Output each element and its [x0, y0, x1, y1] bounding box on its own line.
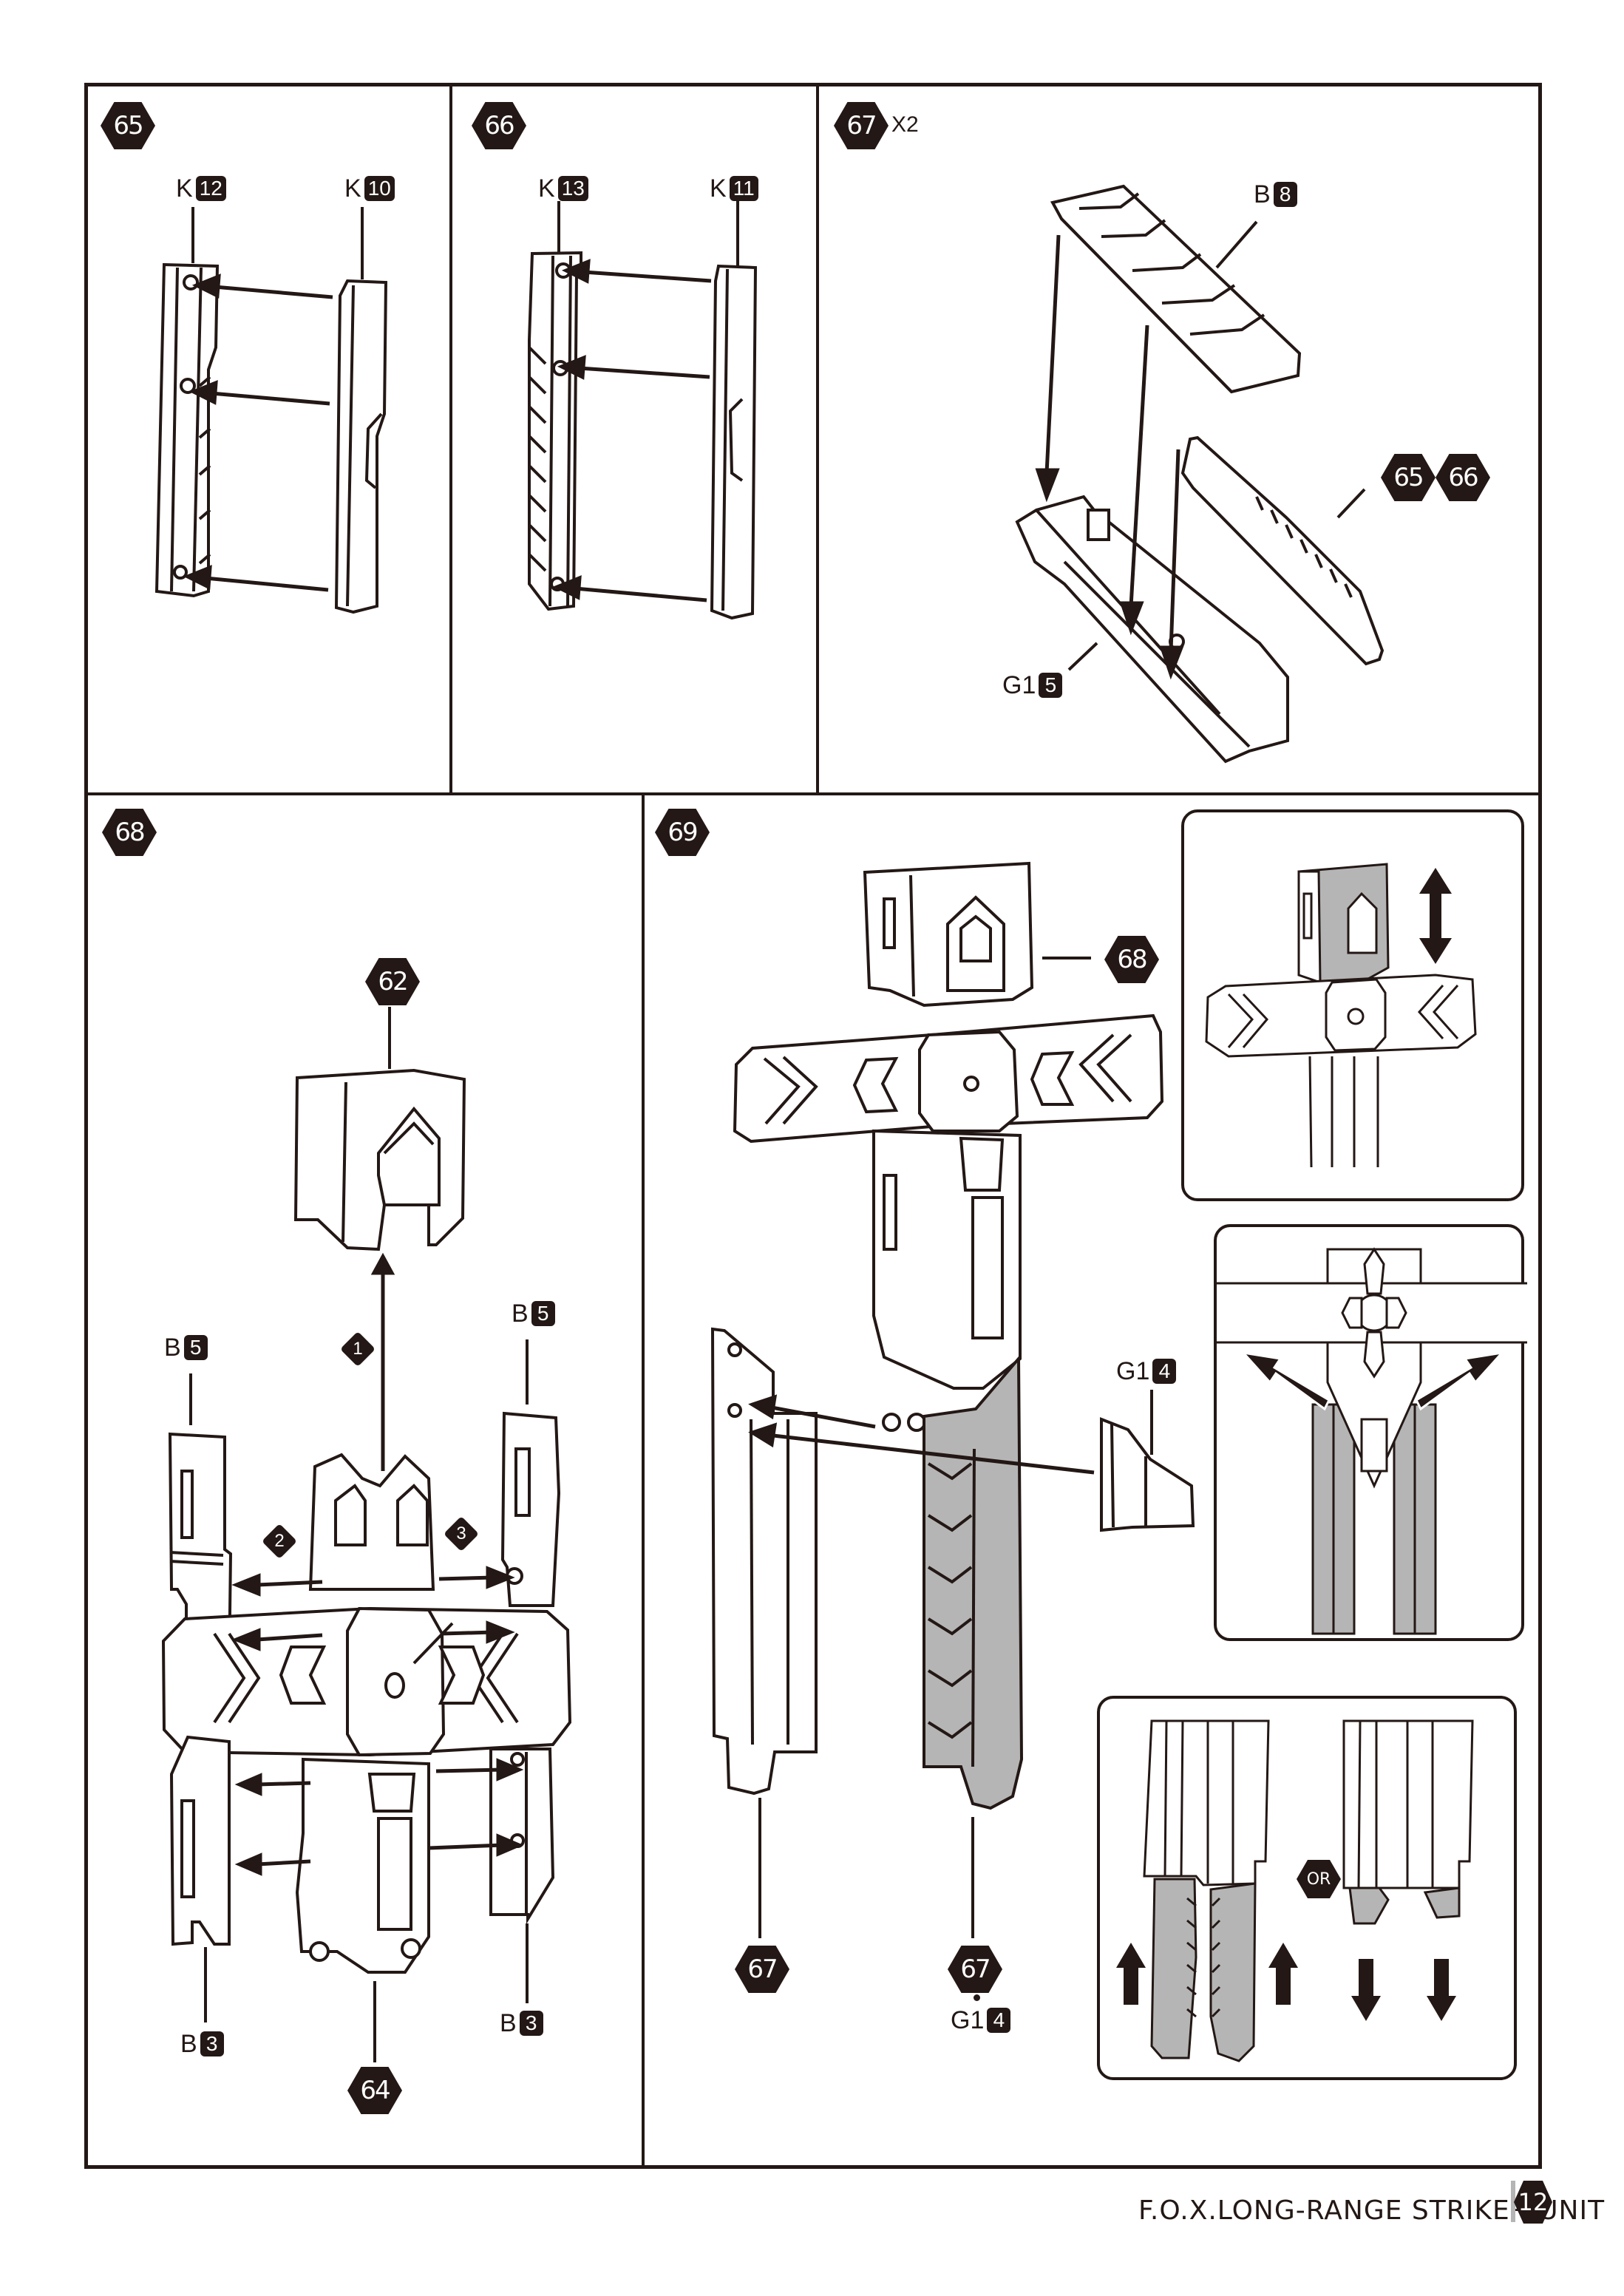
subassembly-badge-67-right: 67	[948, 1946, 1002, 1993]
part-label-k10: K 10	[344, 176, 395, 201]
part-label-b5-right: B 5	[512, 1301, 555, 1326]
part-number: 4	[987, 2008, 1011, 2033]
or-badge: OR	[1297, 1860, 1341, 1898]
footer-accent-bar	[1511, 2181, 1515, 2222]
page-frame	[84, 83, 1542, 2169]
subassembly-badge-64: 64	[347, 2067, 402, 2114]
page-number-badge: 12	[1514, 2181, 1552, 2224]
divider-66-67	[816, 83, 819, 794]
part-label-b3-left: B 3	[180, 2031, 224, 2056]
runner: B	[164, 1334, 181, 1362]
row-divider	[84, 792, 1542, 795]
runner: G1	[1002, 671, 1036, 699]
arrow-up-icon	[1116, 1943, 1146, 2005]
inset-length-detail: OR	[1097, 1696, 1517, 2080]
part-number: 4	[1152, 1359, 1177, 1384]
subassembly-badge-65: 65	[1381, 454, 1436, 501]
part-number: 3	[200, 2031, 224, 2056]
part-number: 3	[519, 2011, 543, 2036]
part-number: 11	[729, 176, 758, 201]
inset-slide-detail	[1181, 809, 1524, 1201]
step-badge-67: 67	[834, 102, 889, 149]
part-number: 12	[195, 176, 226, 201]
subassembly-badge-66: 66	[1436, 454, 1490, 501]
runner: G1	[951, 2006, 985, 2034]
part-number: 10	[364, 176, 395, 201]
part-number: 5	[1039, 673, 1063, 698]
part-number: 8	[1273, 182, 1297, 207]
inset-spread-detail	[1214, 1224, 1527, 1641]
inset-length-illustration	[1116, 1719, 1474, 2062]
subassembly-badge-67-left: 67	[735, 1946, 789, 1993]
inset-slide-illustration	[1205, 863, 1477, 1168]
runner: B	[1254, 180, 1271, 208]
part-label-g1-4: G1 4	[1116, 1357, 1177, 1385]
runner: K	[176, 174, 193, 203]
part-b3-right	[489, 1748, 555, 1925]
arrow-down-icon	[1427, 1959, 1456, 2021]
arrow-icon	[1415, 1351, 1505, 1411]
dot-separator	[974, 1994, 980, 2001]
part-label-g1-5: G1 5	[1002, 671, 1063, 699]
arrow-down-icon	[1351, 1959, 1381, 2021]
part-label-g1-4-bottom: G1 4	[951, 2006, 1011, 2034]
part-label-b8: B 8	[1254, 182, 1297, 207]
subassembly-badge-68: 68	[1104, 936, 1159, 983]
part-label-b5-left: B 5	[164, 1335, 208, 1360]
part-label-k11: K 11	[710, 176, 758, 201]
runner: K	[710, 174, 727, 203]
runner: K	[538, 174, 555, 203]
divider-68-69	[642, 794, 645, 2169]
runner: K	[344, 174, 361, 203]
part-label-k12: K 12	[176, 176, 226, 201]
part-number: 13	[557, 176, 588, 201]
quantity-label: X2	[891, 112, 919, 137]
part-label-b3-right: B 3	[500, 2011, 543, 2036]
arrow-up-icon	[1268, 1943, 1298, 2005]
arrow-icon	[1240, 1351, 1331, 1411]
part-67-white	[710, 1327, 818, 1796]
runner: B	[512, 1300, 529, 1328]
part-65-66-assembly	[1180, 435, 1385, 666]
inset-spread-illustration	[1217, 1247, 1527, 1635]
runner: G1	[1116, 1357, 1150, 1385]
part-number: 5	[531, 1301, 555, 1326]
part-number: 5	[183, 1335, 208, 1360]
part-label-k13: K 13	[538, 176, 588, 201]
runner: B	[500, 2009, 517, 2037]
double-arrow-icon	[1419, 868, 1452, 964]
divider-65-66	[449, 83, 452, 794]
runner: B	[180, 2030, 197, 2058]
